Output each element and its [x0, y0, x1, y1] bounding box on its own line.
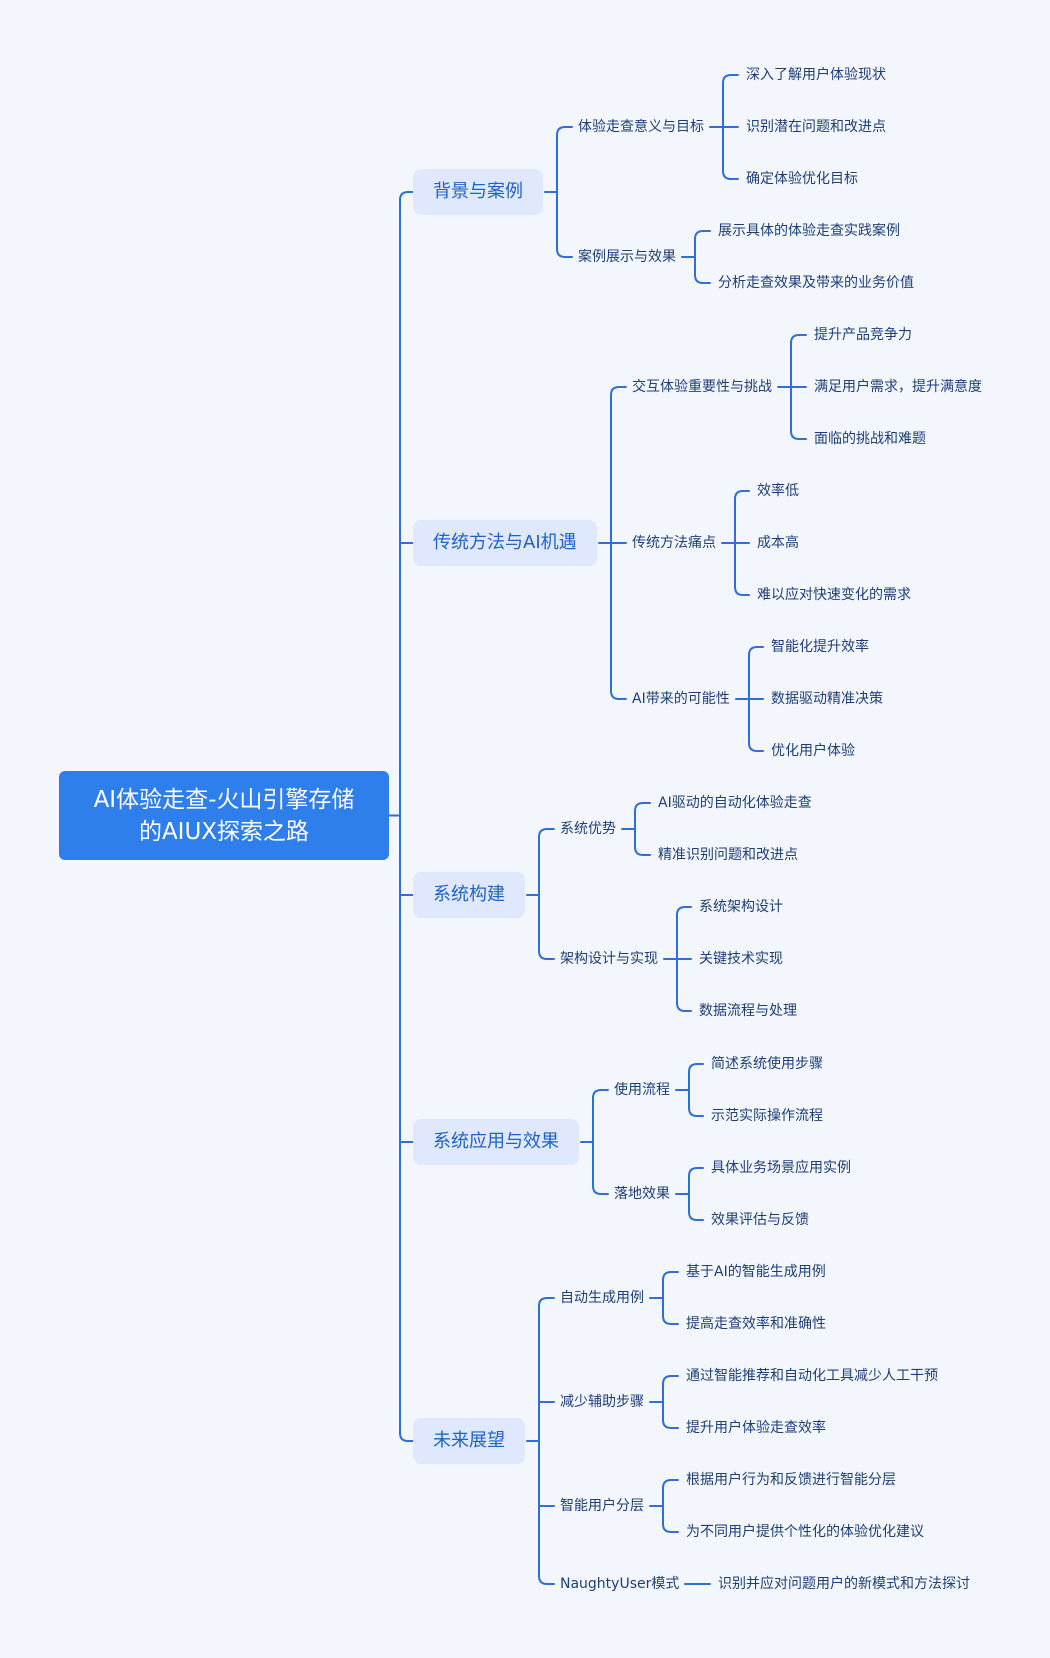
sub-connector-link	[748, 742, 764, 752]
subtopic[interactable]: 交互体验重要性与挑战	[632, 379, 772, 395]
leaf-topic[interactable]: 成本高	[757, 535, 799, 551]
root-topic-line2: 的AIUX探索之路	[138, 818, 310, 845]
branch-connector-link	[592, 1185, 609, 1195]
subtopic[interactable]: 传统方法痛点	[632, 535, 716, 551]
leaf-topic[interactable]: 通过智能推荐和自动化工具减少人工干预	[686, 1368, 938, 1384]
leaf-topic[interactable]: 面临的挑战和难题	[814, 431, 926, 447]
leaf-topic[interactable]: 智能化提升效率	[771, 639, 869, 655]
branch-connector-link	[556, 126, 573, 136]
leaf-topic[interactable]: 示范实际操作流程	[711, 1108, 823, 1124]
leaf-topic[interactable]: 提高走查效率和准确性	[686, 1316, 826, 1332]
root-topic[interactable]: AI体验走查-火山引擎存储 的AIUX探索之路	[59, 771, 389, 860]
leaf-topic[interactable]: 基于AI的智能生成用例	[686, 1264, 826, 1280]
sub-connector-link	[734, 586, 750, 596]
leaf-topic[interactable]: 难以应对快速变化的需求	[757, 587, 911, 603]
subtopic[interactable]: NaughtyUser模式	[560, 1576, 680, 1592]
branch-topic[interactable]: 未来展望	[413, 1418, 525, 1464]
leaf-topic[interactable]: 关键技术实现	[699, 951, 783, 967]
branch-topic[interactable]: 传统方法与AI机遇	[413, 520, 597, 566]
sub-connector-link	[662, 1315, 679, 1325]
sub-connector-link	[734, 490, 750, 500]
leaf-topic[interactable]: 分析走查效果及带来的业务价值	[718, 275, 914, 291]
sub-connector-link	[688, 1167, 704, 1177]
leaf-topic[interactable]: 数据流程与处理	[699, 1003, 797, 1019]
subtopic[interactable]: AI带来的可能性	[632, 691, 730, 707]
subtopic[interactable]: 案例展示与效果	[578, 249, 676, 265]
leaf-topic[interactable]: 具体业务场景应用实例	[711, 1160, 851, 1176]
leaf-topic[interactable]: 数据驱动精准决策	[771, 691, 883, 707]
sub-connector-link	[688, 1107, 704, 1117]
subtopic[interactable]: 自动生成用例	[560, 1290, 644, 1306]
leaf-topic[interactable]: 为不同用户提供个性化的体验优化建议	[686, 1524, 924, 1540]
sub-connector-link	[662, 1479, 679, 1489]
branch-topic[interactable]: 背景与案例	[413, 169, 543, 215]
leaf-topic[interactable]: AI驱动的自动化体验走查	[658, 795, 812, 811]
sub-connector-link	[634, 846, 651, 856]
leaf-topic[interactable]: 提升用户体验走查效率	[686, 1420, 826, 1436]
leaf-topic[interactable]: 效果评估与反馈	[711, 1212, 809, 1228]
subtopic[interactable]: 智能用户分层	[560, 1498, 644, 1514]
subtopic[interactable]: 减少辅助步骤	[560, 1394, 644, 1410]
branch-connector-link	[556, 248, 573, 258]
leaf-topic[interactable]: 满足用户需求，提升满意度	[814, 379, 982, 395]
branch-connector-link	[538, 1297, 555, 1307]
sub-connector-link	[748, 646, 764, 656]
subtopic[interactable]: 系统优势	[560, 821, 616, 837]
leaf-topic[interactable]: 识别潜在问题和改进点	[746, 119, 886, 135]
leaf-topic[interactable]: 根据用户行为和反馈进行智能分层	[686, 1472, 896, 1488]
branch-connector-link	[538, 1575, 555, 1585]
branch-connector-link	[610, 690, 627, 700]
leaf-topic[interactable]: 优化用户体验	[771, 743, 855, 759]
sub-connector-link	[676, 906, 692, 916]
branch-topic[interactable]: 系统应用与效果	[413, 1119, 579, 1165]
leaf-topic[interactable]: 确定体验优化目标	[746, 171, 858, 187]
sub-connector-link	[790, 430, 807, 440]
branch-topic[interactable]: 系统构建	[413, 872, 525, 918]
sub-connector-link	[688, 1211, 704, 1221]
sub-connector-link	[694, 230, 711, 240]
leaf-topic[interactable]: 简述系统使用步骤	[711, 1056, 823, 1072]
leaf-topic[interactable]: 展示具体的体验走查实践案例	[718, 223, 900, 239]
subtopic[interactable]: 使用流程	[614, 1082, 670, 1098]
root-topic-line1: AI体验走查-火山引擎存储	[93, 786, 355, 813]
leaf-topic[interactable]: 识别并应对问题用户的新模式和方法探讨	[718, 1576, 970, 1592]
leaf-topic[interactable]: 精准识别问题和改进点	[658, 847, 798, 863]
leaf-topic[interactable]: 系统架构设计	[699, 899, 783, 915]
sub-connector-link	[688, 1063, 704, 1073]
sub-connector-link	[694, 274, 711, 284]
sub-connector-link	[662, 1271, 679, 1281]
leaf-topic[interactable]: 提升产品竞争力	[814, 327, 912, 343]
sub-connector-link	[662, 1375, 679, 1385]
branch-connector-link	[538, 950, 555, 960]
branch-connector-link	[610, 386, 627, 396]
subtopic[interactable]: 体验走查意义与目标	[578, 119, 704, 135]
branch-connector-link	[592, 1089, 609, 1099]
sub-connector-link	[722, 74, 739, 84]
leaf-topic[interactable]: 效率低	[757, 483, 799, 499]
leaf-topic[interactable]: 深入了解用户体验现状	[746, 67, 886, 83]
root-connector-link	[399, 191, 414, 201]
sub-connector-link	[722, 170, 739, 180]
sub-connector-link	[662, 1419, 679, 1429]
subtopic[interactable]: 架构设计与实现	[560, 951, 658, 967]
branch-connector-link	[538, 828, 555, 838]
sub-connector-link	[634, 802, 651, 812]
sub-connector-link	[662, 1523, 679, 1533]
sub-connector-link	[676, 1002, 692, 1012]
subtopic[interactable]: 落地效果	[614, 1186, 670, 1202]
root-connector-link	[399, 1432, 414, 1442]
sub-connector-link	[790, 334, 807, 344]
